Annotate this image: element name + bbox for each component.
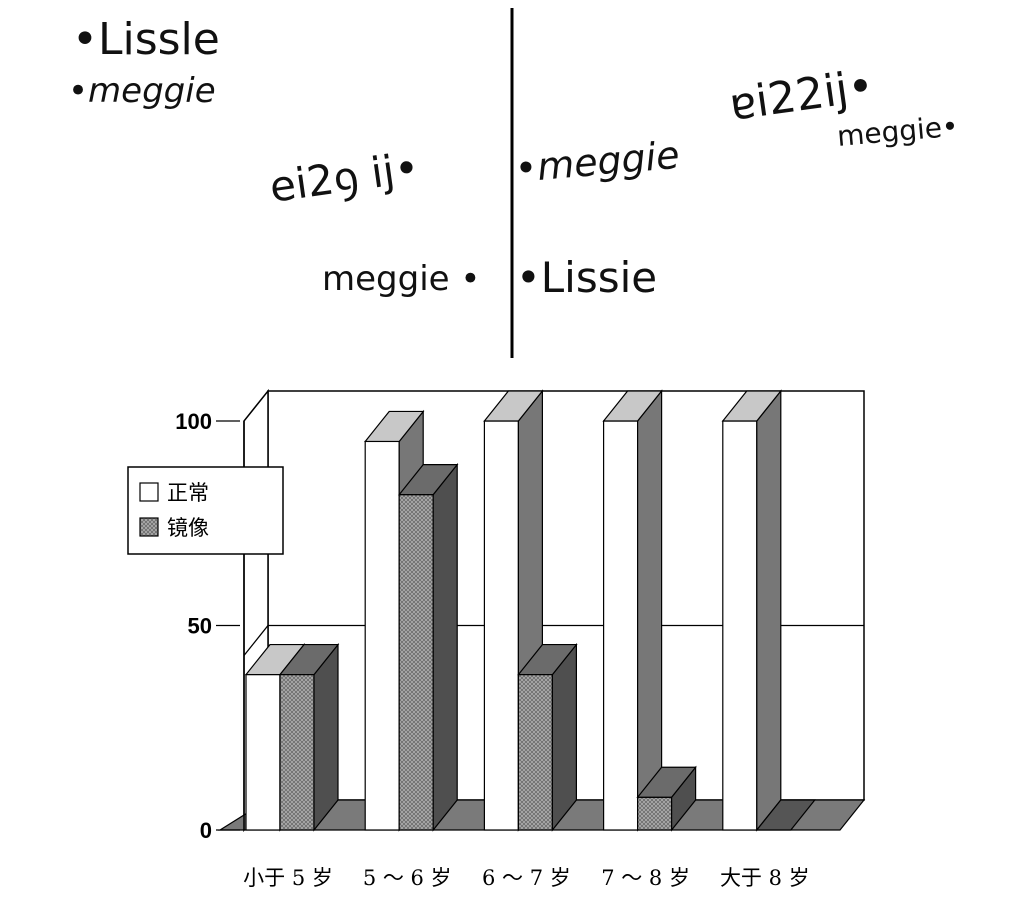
handwriting-mirrored-meggie: ei2ꝯ ij• xyxy=(267,142,423,212)
bar-front xyxy=(483,420,519,831)
bar-mirror-3 xyxy=(636,765,697,832)
bar-side xyxy=(432,462,458,832)
bar-side xyxy=(636,389,663,832)
chart-bars xyxy=(244,389,817,832)
bar-top xyxy=(755,799,817,831)
bar-front xyxy=(517,673,554,831)
bar-side xyxy=(313,642,339,832)
legend-swatch-mirror xyxy=(139,517,159,537)
bar-top xyxy=(602,390,663,422)
legend-box xyxy=(127,466,284,555)
bar-mirror-2 xyxy=(517,642,578,832)
handwriting-meggie-top: •meggie xyxy=(68,71,216,111)
x-category-label: 5 ～ 6 岁 xyxy=(363,866,452,890)
handwriting-lissie: •Lissie xyxy=(516,253,657,302)
bar-side xyxy=(756,389,782,832)
bar-side xyxy=(551,642,578,832)
bar-normal-3 xyxy=(602,389,663,832)
bar-top xyxy=(483,390,544,422)
bar-top xyxy=(517,643,578,676)
bar-top xyxy=(636,766,697,798)
bar-front xyxy=(398,494,434,831)
bar-front xyxy=(636,796,673,831)
bar-front xyxy=(279,673,315,831)
bar-mirror-0 xyxy=(278,642,340,832)
legend-label-mirror: 镜像 xyxy=(167,516,209,540)
y-tick-label: 0 xyxy=(200,818,212,843)
bar-top xyxy=(397,464,459,496)
bar-front xyxy=(722,420,758,831)
bar-front xyxy=(245,673,281,831)
bar-chart: 0 50 100 小于 5 岁 5 ～ 6 岁 6 ～ 7 岁 7 ～ 8 岁 大于 8 岁… xyxy=(127,388,866,890)
gridline-side xyxy=(243,625,269,656)
handwriting-lissle: •Lissle xyxy=(72,14,220,65)
bar-mirror-4 xyxy=(755,799,817,831)
bar-mirror-1 xyxy=(397,462,459,832)
x-category-label: 6 ～ 7 岁 xyxy=(482,866,571,890)
chart-legend: 正常 镜像 xyxy=(127,466,284,555)
y-tick-label: 50 xyxy=(188,614,212,639)
bar-normal-4 xyxy=(721,389,783,832)
handwriting-meggie-top-right: meggie• xyxy=(836,110,960,153)
x-axis-categories: 小于 5 岁 5 ～ 6 岁 6 ～ 7 岁 7 ～ 8 岁 大于 8 岁 xyxy=(243,866,810,890)
y-tick-label: 100 xyxy=(175,409,212,434)
handwriting-meggie-left: meggie • xyxy=(322,259,480,299)
bar-top xyxy=(721,390,783,422)
handwriting-panel: •Lissle •meggie ei2ꝯ ij• meggie • •meggi… xyxy=(68,8,960,358)
bar-top xyxy=(363,410,425,443)
bar-front xyxy=(364,440,400,831)
x-category-label: 7 ～ 8 岁 xyxy=(601,866,690,890)
legend-swatch-normal xyxy=(139,482,159,502)
bar-front xyxy=(602,420,639,831)
y-axis-ticks: 0 50 100 xyxy=(175,409,240,843)
x-category-label: 大于 8 岁 xyxy=(720,866,810,890)
legend-label-normal: 正常 xyxy=(167,481,209,505)
x-category-label: 小于 5 岁 xyxy=(243,866,333,890)
handwriting-meggie-right: •meggie xyxy=(513,133,681,191)
bar-top xyxy=(278,643,340,676)
